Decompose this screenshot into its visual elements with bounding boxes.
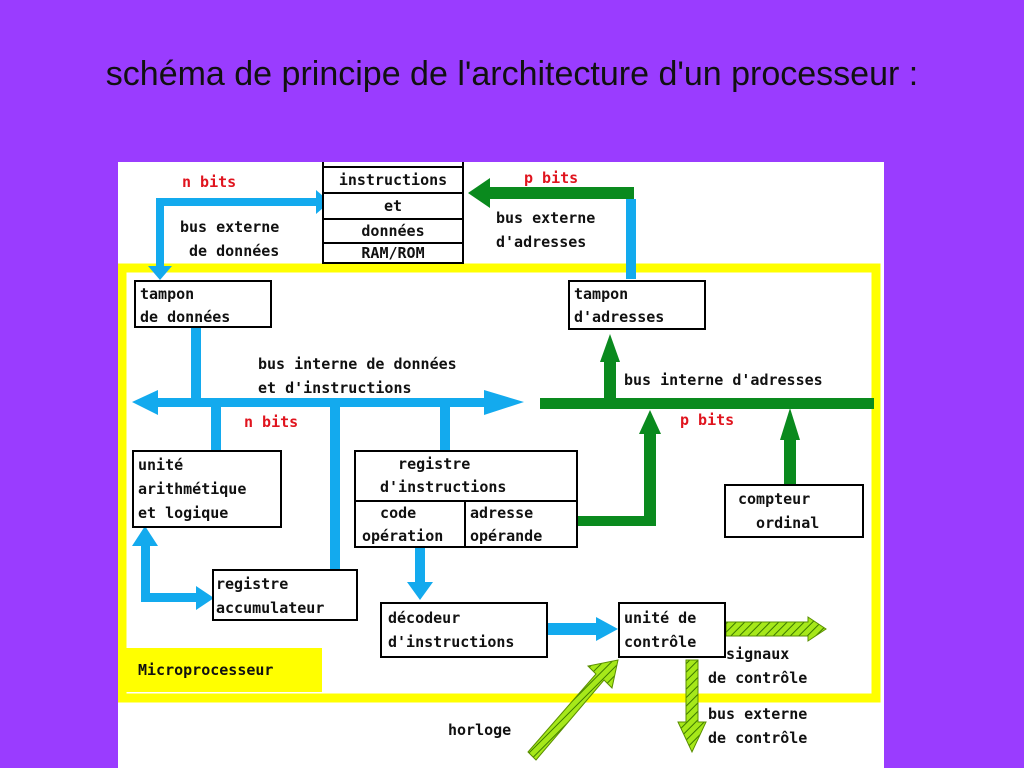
control-unit-box — [618, 602, 726, 658]
external-control-arrow — [677, 659, 707, 754]
address-buffer-label: tampon d'adresses — [574, 285, 665, 326]
alu-box — [132, 450, 282, 528]
memory-instructions: instructions — [338, 171, 448, 189]
microprocessor-frame — [118, 263, 881, 703]
memory-line-1 — [322, 166, 464, 168]
data-buffer-box — [134, 280, 272, 328]
opcode-label: code opération — [362, 504, 444, 545]
memory-et: et — [383, 197, 403, 215]
n-bits-mid-label: n bits — [244, 413, 299, 431]
internal-address-bus — [540, 334, 874, 526]
code-decoder-link — [407, 546, 433, 600]
alu-label: unité arithmétique et logique — [138, 456, 247, 522]
memory-box — [322, 162, 464, 264]
address-buffer-box — [568, 280, 706, 330]
external-data-bus-label: bus externe de données — [180, 218, 280, 260]
accumulator-box — [212, 569, 358, 621]
diagram-graphics — [118, 178, 881, 761]
operand-address-label: adresse opérande — [470, 504, 543, 545]
external-address-bus — [468, 178, 636, 279]
decoder-label: décodeur d'instructions — [388, 609, 515, 651]
memory-ramrom: RAM/ROM — [361, 244, 425, 262]
external-control-bus-label: bus externe de contrôle — [708, 705, 808, 747]
slide-title: schéma de principe de l'architecture d'u… — [105, 55, 919, 93]
n-bits-top-label: n bits — [182, 173, 237, 191]
program-counter-box — [724, 484, 864, 538]
p-bits-mid-label: p bits — [680, 411, 735, 429]
data-buffer-label: tampon de données — [140, 285, 231, 326]
external-address-bus-label: bus externe d'adresses — [496, 209, 596, 251]
decoder-control-link — [548, 617, 618, 641]
memory-line-4 — [322, 242, 464, 244]
internal-data-bus — [132, 324, 524, 572]
clock-label: horloge — [448, 721, 512, 739]
p-bits-top-label: p bits — [524, 169, 579, 187]
memory-line-2 — [322, 192, 464, 194]
accumulator-label: registre accumulateur — [216, 575, 325, 617]
architecture-diagram: instructions et données RAM/ROM n bits p… — [118, 162, 884, 768]
decoder-box — [380, 602, 548, 658]
microprocessor-label: Microprocesseur — [124, 648, 322, 692]
operand-address-box — [464, 500, 578, 548]
control-signals-arrow — [725, 616, 827, 642]
instruction-register-label: registre d'instructions — [380, 455, 507, 496]
alu-accumulator-link — [132, 526, 214, 610]
control-signals-label: signaux de contrôle — [708, 645, 808, 687]
memory-donnees: données — [361, 222, 425, 240]
memory-line-3 — [322, 218, 464, 220]
program-counter-label: compteur ordinal — [738, 490, 820, 532]
internal-address-bus-label: bus interne d'adresses — [624, 371, 823, 389]
internal-data-bus-label: bus interne de données et d'instructions — [258, 355, 457, 397]
instruction-register-box — [354, 450, 578, 502]
clock-arrow — [527, 659, 619, 761]
control-unit-label: unité de contrôle — [624, 609, 697, 651]
